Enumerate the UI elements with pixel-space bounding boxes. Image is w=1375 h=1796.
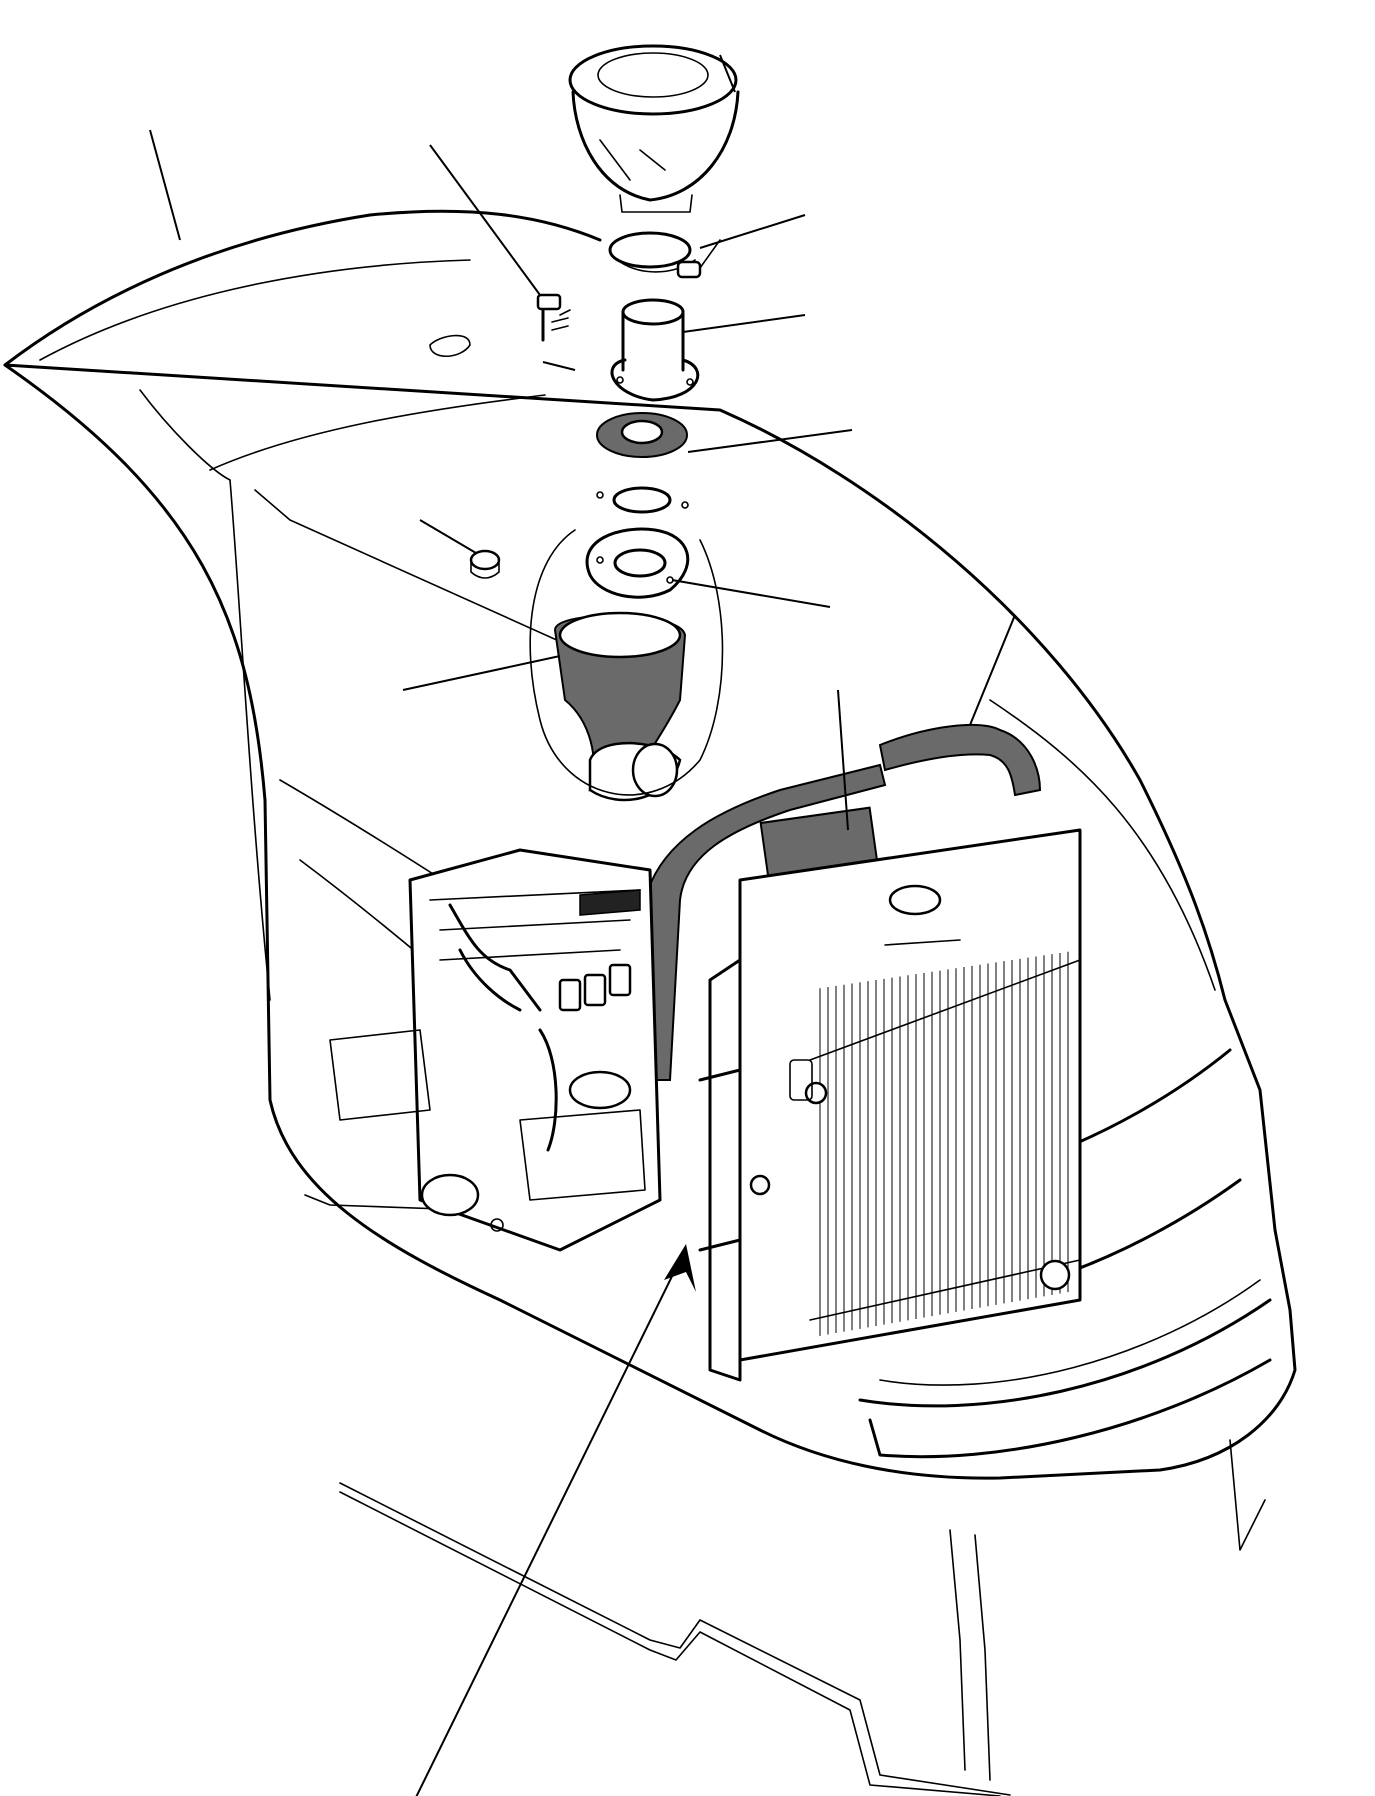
hood-shell (3, 209, 1297, 1480)
arrowhead-icon (664, 1244, 696, 1292)
engine (329, 848, 662, 1252)
radiator (698, 828, 1082, 1382)
air-filter-assembly (469, 44, 740, 802)
chassis-outline (304, 1194, 1266, 1796)
radiator-hoses (644, 724, 1042, 1081)
radiator-fins (819, 951, 1069, 1336)
leader-lines (149, 54, 1016, 1796)
